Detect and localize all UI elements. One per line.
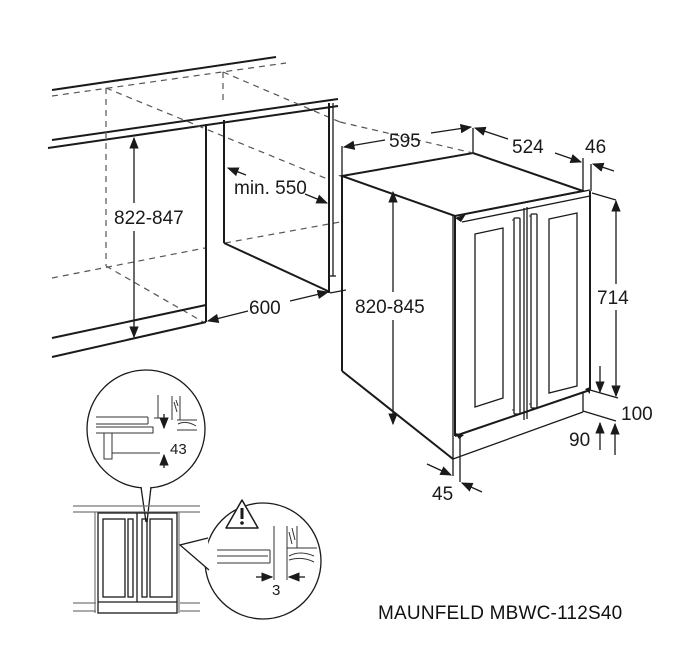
model-title: MAUNFELD MBWC-112S40 [378, 603, 623, 624]
detail-top-dimension: 43 [170, 441, 187, 458]
detail-side-circle: 3 [178, 499, 322, 620]
door-height-label: 714 [597, 288, 629, 309]
front-view-mini [73, 505, 200, 614]
niche-drawing: 822-847 min. 550 600 [47, 56, 347, 358]
plinth-top-label: 100 [621, 404, 653, 425]
side-gap-label: 45 [432, 484, 453, 505]
niche-depth-label: min. 550 [234, 178, 307, 199]
niche-width-label: 600 [249, 298, 281, 319]
plinth-bottom-label: 90 [569, 430, 590, 451]
door-depth-label: 46 [585, 137, 606, 158]
appliance-width-label: 595 [389, 131, 421, 152]
appliance-height-label: 820-845 [355, 297, 425, 318]
warning-triangle-icon [225, 499, 259, 529]
niche-height-label: 822-847 [114, 208, 184, 229]
detail-top-circle: 43 [86, 369, 206, 523]
appliance-drawing: 595 524 46 820-845 714 100 90 45 [338, 121, 653, 505]
appliance-depth-label: 524 [512, 137, 544, 158]
detail-side-dimension: 3 [272, 582, 280, 599]
